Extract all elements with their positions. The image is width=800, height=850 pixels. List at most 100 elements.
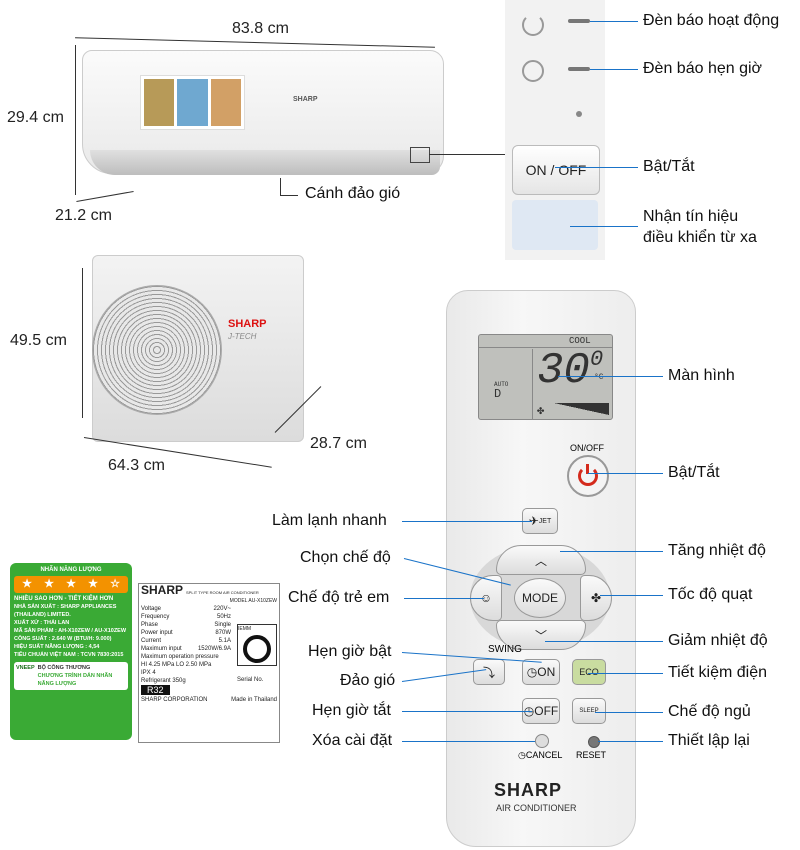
sleep-label: SLEEP — [579, 708, 599, 714]
label-child: Chế độ trẻ em — [288, 589, 390, 606]
reset-label: RESET — [576, 750, 607, 760]
spec-made: Made in Thailand — [231, 697, 277, 703]
spec-key: Current — [141, 638, 162, 644]
star-icon: ★ — [22, 578, 32, 590]
remote-power-button[interactable] — [567, 455, 609, 497]
mode-button[interactable]: MODE — [514, 578, 566, 618]
temp-up-button[interactable]: ︿ — [496, 545, 586, 575]
star-icon: ☆ — [110, 578, 120, 590]
screen-decimal: 0 — [590, 347, 604, 372]
leader — [560, 551, 663, 552]
label-temp-down: Giảm nhiệt độ — [668, 632, 768, 649]
screen-auto: AUTO — [494, 381, 509, 388]
spec-key: Voltage — [141, 606, 162, 612]
leader — [570, 226, 638, 227]
timer-off-label: OFF — [534, 704, 559, 718]
child-icon: ☺ — [479, 591, 493, 605]
swing-button[interactable]: ⤵ — [473, 659, 505, 685]
energy-label: NHÃN NĂNG LƯỢNG ★★★★☆ NHIỀU SAO HƠN - TI… — [10, 563, 132, 740]
leader — [545, 641, 663, 642]
sleep-button[interactable]: SLEEP — [572, 698, 606, 724]
power-icon — [578, 464, 598, 486]
eco-label: ECO — [579, 667, 599, 677]
energy-power: CÔNG SUẤT : 2.640 W (BTU/H: 9.000) — [14, 636, 112, 642]
screen-fan-icon: ✤ — [537, 404, 545, 418]
spec-value: 870W — [215, 630, 231, 636]
star-icon: ★ — [44, 578, 54, 590]
energy-efficiency: HIỆU SUẤT NĂNG LƯỢNG : 4,54 — [14, 644, 100, 650]
cancel-button[interactable] — [535, 734, 549, 748]
indoor-depth: 21.2 cm — [55, 207, 112, 224]
label-sleep: Chế độ ngủ — [668, 703, 751, 720]
outdoor-brand-logo: SHARP — [228, 318, 267, 330]
chevron-up-icon: ︿ — [534, 553, 547, 568]
screen-mode: COOL — [569, 336, 591, 346]
timer-on-label: ON — [537, 665, 556, 679]
outdoor-width: 64.3 cm — [108, 457, 165, 474]
label-power: Bật/Tắt — [668, 464, 720, 481]
child-mode-button[interactable]: ☺ — [470, 575, 502, 621]
label-reset: Thiết lập lại — [668, 732, 750, 749]
iemm-text: IEMM — [238, 626, 252, 632]
spec-refrigerant: Refrigerant — [141, 678, 171, 684]
spec-key: Maximum input — [141, 646, 182, 652]
spec-key: Power input — [141, 630, 173, 636]
leader — [404, 598, 484, 599]
jet-label: JET — [538, 517, 552, 525]
spec-brand: SHARP — [141, 583, 184, 597]
leader — [402, 711, 532, 712]
star-icon: ★ — [66, 578, 76, 590]
eco-button[interactable]: ECO — [572, 659, 606, 685]
spec-corp: SHARP CORPORATION — [141, 697, 208, 703]
label-jet: Làm lạnh nhanh — [272, 512, 387, 529]
spec-value: 50Hz — [216, 614, 231, 620]
spec-row: Power input 870W — [141, 629, 231, 637]
leader — [588, 473, 663, 474]
indoor-photo-sticker — [140, 75, 245, 130]
ir-receiver — [512, 200, 598, 250]
swing-caption: SWING — [488, 644, 522, 655]
label-receiver-2: điều khiển từ xa — [643, 229, 757, 246]
spec-value: 5.1A — [218, 638, 231, 644]
label-operation-lamp: Đèn báo hoạt động — [643, 12, 780, 29]
leader — [555, 167, 638, 168]
energy-standard: TIÊU CHUẨN VIỆT NAM : TCVN 7830:2015 — [14, 652, 124, 658]
leader — [590, 21, 638, 22]
outdoor-fan-grille — [92, 285, 222, 415]
fan-icon: ✤ — [590, 591, 602, 605]
spec-charge: 350g — [172, 678, 186, 684]
leader — [595, 712, 663, 713]
louver-label: Cánh đảo gió — [305, 185, 401, 202]
spec-model: MODEL AU-X10ZEW — [229, 598, 277, 604]
label-mode: Chọn chế độ — [300, 549, 391, 566]
chevron-down-icon: ﹀ — [534, 628, 547, 643]
screen-temp: 30 — [537, 346, 590, 396]
label-receiver-1: Nhận tín hiệu — [643, 208, 739, 225]
on-off-caption: ON/OFF — [570, 443, 604, 453]
spec-pressure-val: HI 4.25 MPa LO 2.50 MPa — [141, 662, 212, 668]
depth-dim-line — [76, 190, 134, 203]
indoor-height: 29.4 cm — [7, 109, 64, 126]
label-eco: Tiết kiệm điện — [668, 664, 767, 681]
reset-button[interactable] — [588, 736, 600, 748]
energy-model: MÃ SẢN PHẨM : AH-X10ZEW / AU-X10ZEW — [14, 628, 127, 634]
panel-on-off-button[interactable]: ON / OFF — [512, 145, 600, 195]
leader — [598, 741, 663, 742]
indoor-brand-logo: SHARP — [293, 96, 318, 103]
status-dot — [576, 111, 582, 117]
cancel-label: CANCEL — [525, 750, 563, 760]
timer-on-button[interactable]: ◷ON — [522, 659, 560, 685]
power-indicator-icon — [522, 14, 544, 36]
remote-brand-logo: SHARP — [494, 780, 563, 800]
outdoor-depth: 28.7 cm — [310, 435, 367, 452]
leader — [402, 741, 535, 742]
screen-unit: °C — [594, 373, 604, 382]
height-dim-line — [75, 45, 76, 195]
energy-maker: NHÀ SẢN XUẤT : SHARP APPLIANCES (THAILAN… — [14, 604, 117, 618]
louver-line-h — [280, 195, 298, 196]
label-timer-on: Hẹn giờ bật — [308, 643, 392, 660]
energy-program: CHƯƠNG TRÌNH DÁN NHÃN NĂNG LƯỢNG — [37, 673, 113, 687]
